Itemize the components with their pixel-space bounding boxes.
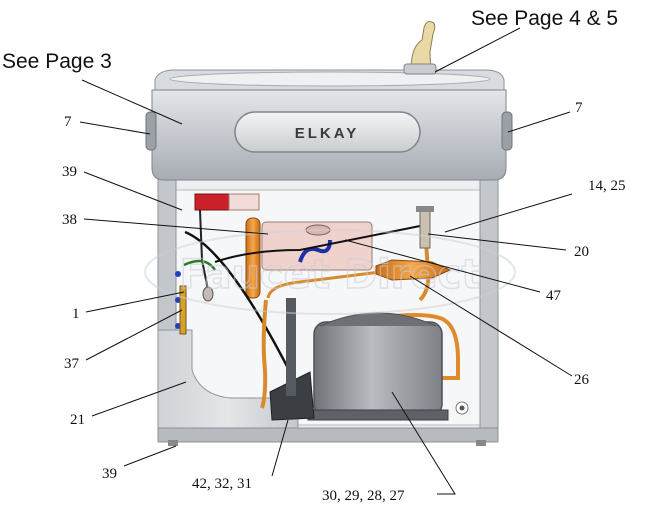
foot-right — [476, 440, 486, 446]
leader-14-25 — [444, 193, 573, 233]
wiring-green — [183, 259, 217, 271]
thermostat — [179, 285, 187, 335]
terminal-blue — [175, 271, 181, 277]
callout-37: 37 — [64, 356, 80, 372]
callout-30-29-28-27: 30, 29, 28, 27 — [322, 488, 405, 504]
bubbler-base — [403, 63, 437, 75]
brand-badge — [234, 111, 421, 153]
callout-42-32-31: 42, 32, 31 — [192, 476, 252, 492]
leader-39-bottom — [123, 445, 177, 467]
callout-see-page-4-5: See Page 4 & 5 — [471, 7, 618, 30]
base-plate — [157, 427, 499, 443]
drain-line — [184, 230, 302, 393]
leader-1 — [85, 291, 185, 313]
heat-exchanger-cap — [416, 206, 434, 212]
copper-line-3 — [377, 313, 460, 380]
leader-see-page-4-5 — [434, 27, 521, 73]
callout-38: 38 — [62, 212, 77, 228]
callout-see-page-3: See Page 3 — [2, 50, 112, 73]
leader-37 — [85, 309, 183, 361]
leader-20 — [427, 233, 567, 251]
heat-exchanger-pipe — [419, 207, 431, 249]
leader-lines — [79, 27, 573, 495]
drain-line-2 — [214, 225, 421, 263]
leader-47 — [344, 239, 541, 293]
thermostat-knob — [202, 286, 214, 302]
bubbler — [409, 21, 436, 73]
leader-7-right — [507, 111, 571, 133]
callout-39-bottom: 39 — [102, 466, 117, 482]
relay-bracket — [286, 298, 296, 396]
leader-42-32-31 — [271, 419, 289, 477]
compressor — [313, 321, 443, 417]
callout-7-right: 7 — [575, 100, 583, 116]
watermark-ring — [144, 229, 516, 315]
leader-38 — [83, 218, 269, 235]
leader-21 — [91, 381, 187, 417]
brand-logo: ELKAY — [295, 125, 359, 142]
water-line-blue — [298, 239, 332, 263]
callout-14-25: 14, 25 — [588, 178, 626, 194]
control-label — [228, 193, 260, 211]
callout-7-left: 7 — [64, 114, 72, 130]
callout-47: 47 — [546, 288, 562, 304]
leader-7-left — [79, 121, 151, 135]
copper-tube-vertical — [245, 217, 261, 299]
fountain-illustration: ELKAY — [144, 21, 516, 446]
filter-drier — [375, 259, 452, 281]
leader-see-page-3 — [81, 79, 183, 125]
callout-26: 26 — [574, 372, 590, 388]
left-bumper — [145, 111, 157, 151]
callout-21: 21 — [70, 412, 85, 428]
callout-labels: See Page 3 See Page 4 & 5 7 7 39 38 14, … — [2, 7, 626, 504]
mount-hole — [459, 405, 465, 411]
foot-left — [168, 440, 178, 446]
leader-39-top — [83, 171, 183, 211]
leader-30-29-28-27 — [391, 391, 456, 495]
copper-line-1 — [266, 270, 381, 299]
copper-line-2 — [260, 299, 268, 409]
callout-1: 1 — [72, 306, 80, 322]
control-box — [194, 193, 230, 211]
basin-bowl — [169, 71, 491, 87]
compressor-mount — [307, 409, 449, 421]
watermark-text: Faucet Direct — [180, 252, 481, 298]
leader-26 — [409, 275, 573, 377]
callout-20: 20 — [574, 244, 589, 260]
callout-39-top: 39 — [62, 164, 77, 180]
